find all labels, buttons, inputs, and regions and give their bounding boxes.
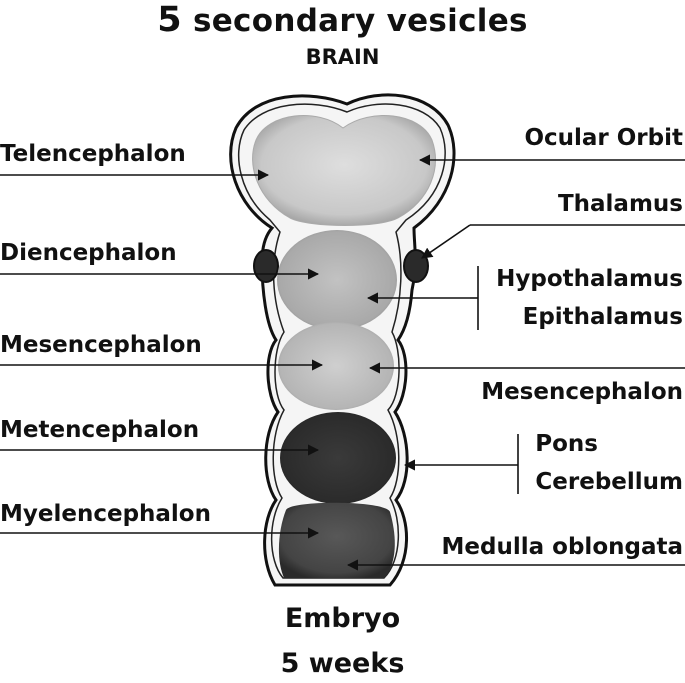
label-diencephalon: Diencephalon — [0, 240, 177, 266]
label-metencephalon: Metencephalon — [0, 417, 200, 443]
label-pons: Pons — [535, 431, 598, 457]
right-optic-bulge — [403, 249, 429, 283]
label-hypothalamus: Hypothalamus — [496, 266, 683, 292]
diencephalon-vesicle — [277, 230, 397, 330]
label-medulla-oblongata: Medulla oblongata — [441, 534, 683, 560]
label-ocular-orbit: Ocular Orbit — [524, 125, 683, 151]
label-mesencephalon-right: Mesencephalon — [481, 379, 683, 405]
diagram-subtitle: BRAIN — [305, 45, 380, 69]
label-mesencephalon-left: Mesencephalon — [0, 332, 202, 358]
myelencephalon-vesicle — [278, 502, 395, 578]
label-cerebellum: Cerebellum — [535, 469, 683, 495]
label-thalamus: Thalamus — [557, 191, 683, 217]
neural-tube-inner-wall — [237, 103, 446, 579]
left-optic-bulge — [253, 249, 279, 283]
label-telencephalon: Telencephalon — [0, 141, 186, 167]
label-myelencephalon: Myelencephalon — [0, 501, 211, 527]
caption-age: 5 weeks — [280, 648, 405, 679]
label-epithalamus: Epithalamus — [522, 304, 683, 330]
title-text: secondary vesicles — [192, 3, 528, 39]
telencephalon-vesicle — [252, 115, 436, 226]
mesencephalon-vesicle — [278, 322, 394, 410]
title-number: 5 — [157, 0, 182, 40]
diagram-title: 5 secondary vesicles — [0, 0, 685, 40]
caption-embryo: Embryo — [284, 603, 401, 634]
leader-thalamus-diagonal — [421, 224, 471, 259]
metencephalon-vesicle — [280, 412, 396, 504]
